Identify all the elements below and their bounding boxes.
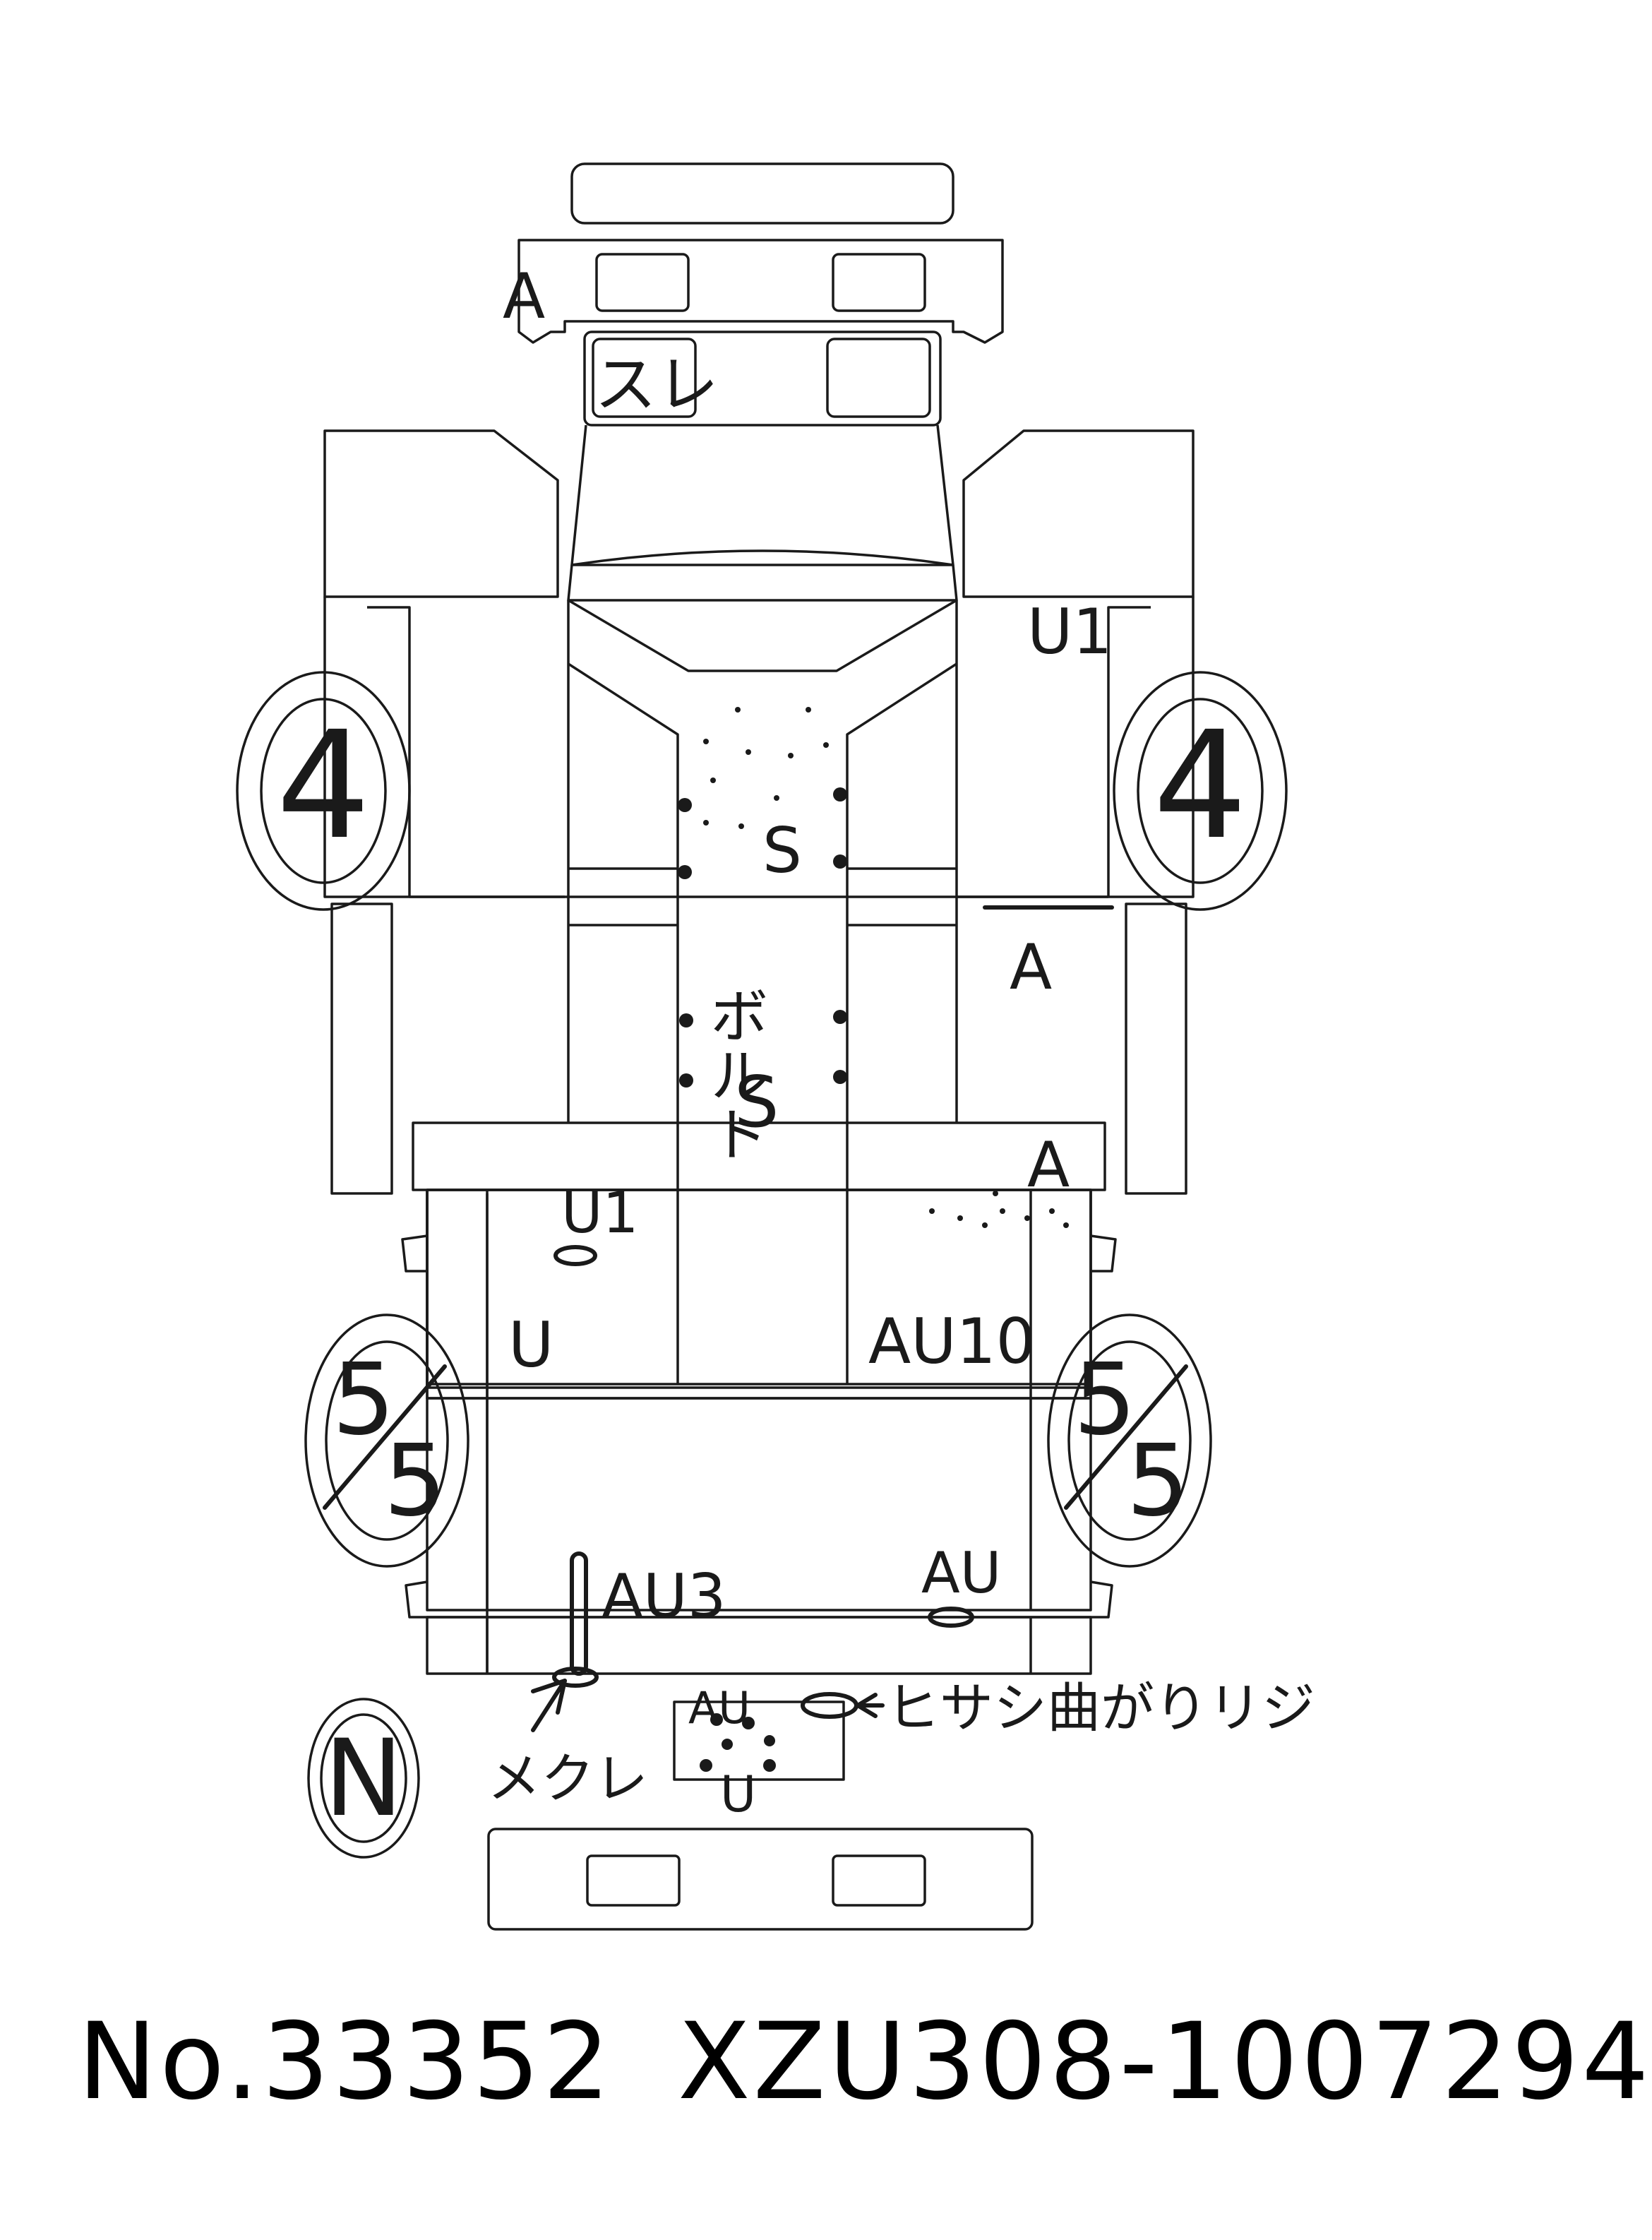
left-bed-side-annotation: U [508, 1309, 553, 1381]
frame-lower-annotation: S [734, 1061, 779, 1143]
peel-arrow-line [531, 1679, 567, 1732]
tire-front-left-value: 4 [276, 699, 371, 872]
tailgate-outline [673, 1700, 845, 1781]
front-bumper-annotation: A [503, 260, 545, 333]
tailgate-annotation: AU [688, 1682, 750, 1734]
right-bed-rear-mark [928, 1607, 974, 1628]
rear-bumper-outline [487, 1828, 1034, 1931]
front-grille-outline [517, 239, 1004, 344]
chassis-frame-outline [330, 599, 1187, 1384]
vehicle-damage-diagram: 4 4 5 5 5 5 N A スレ U1 A A U1 U AU10 AU3 … [236, 162, 1315, 1931]
tailgate-note: ヒサシ曲がりリジ [886, 1676, 1315, 1739]
right-front-door-annotation: A [1010, 931, 1052, 1003]
chassis-number: XZU308-1007294 [678, 2001, 1652, 2123]
spare-tire-mark: N [307, 1698, 420, 1859]
tailgate-lower-annotation: U [720, 1765, 756, 1823]
left-bed-front-annotation: U1 [561, 1180, 638, 1246]
inspection-sheet: 4 4 5 5 5 5 N A スレ U1 A A U1 U AU10 AU3 … [236, 162, 1315, 1931]
tire-rear-left-bottom: 5 [383, 1424, 446, 1539]
front-bumper-outline [570, 162, 954, 225]
tire-front-left: 4 [236, 671, 411, 911]
right-bed-side-annotation: AU10 [868, 1305, 1036, 1378]
tailgate-note-arrow [856, 1693, 885, 1718]
tire-rear-left: 5 5 [304, 1313, 469, 1568]
peel-arrow-head [531, 1679, 567, 1715]
left-bed-rear-annotation: AU3 [601, 1561, 726, 1632]
left-bed-front-mark [553, 1245, 597, 1266]
frame-upper-annotation: S [762, 814, 802, 887]
spare-mark-label: N [324, 1717, 403, 1840]
left-rear-corner-note: メクレ [487, 1747, 648, 1810]
frame-speckle-dots [703, 707, 1069, 1228]
frame-damage-dots [678, 787, 847, 1772]
windshield-annotation: スレ [594, 348, 719, 421]
right-bed-rear-annotation: AU [921, 1540, 1001, 1606]
tailgate-mark [801, 1692, 858, 1719]
right-rear-door-annotation: A [1027, 1128, 1070, 1201]
right-front-fender-annotation: U1 [1027, 595, 1112, 668]
windshield-outline [583, 330, 942, 427]
tire-rear-right-bottom: 5 [1126, 1424, 1189, 1539]
frame-middle-annotation: ボルト [700, 985, 769, 1163]
tire-front-right-value: 4 [1153, 699, 1247, 872]
auction-number: No.33352 [78, 2001, 613, 2123]
tire-front-right: 4 [1113, 671, 1288, 911]
cargo-bed-outline [401, 1188, 1117, 1675]
tire-rear-right: 5 5 [1047, 1313, 1212, 1568]
left-bed-rear-scratch [552, 1551, 599, 1688]
